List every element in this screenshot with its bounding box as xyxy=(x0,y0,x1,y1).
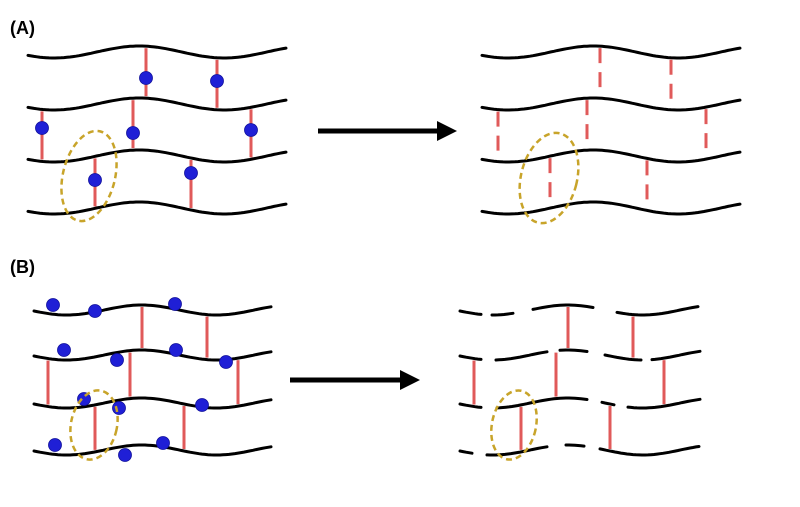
panel-a-label: (A) xyxy=(10,18,35,38)
panel-b-right-chain-1-segment-1 xyxy=(458,309,483,316)
panel-b-right-chain-3-segment-4 xyxy=(626,397,702,410)
panel-b-right-chain-2-segment-1 xyxy=(458,354,483,361)
panel-a-bead-4 xyxy=(126,126,140,140)
chains-layer xyxy=(26,44,742,457)
panel-b-bead-1 xyxy=(46,298,60,312)
panel-a-bead-5 xyxy=(244,123,258,137)
panel-b-right-chain-3-segment-1 xyxy=(458,402,483,409)
panel-a-left-chain-3 xyxy=(26,148,288,164)
panel-a-left-chain-2 xyxy=(26,96,288,112)
right-arrow-icon-a-head xyxy=(437,121,457,141)
panel-b-bead-7 xyxy=(219,355,233,369)
beads-layer xyxy=(35,71,258,462)
panel-a-left-chain-4 xyxy=(26,200,288,216)
panel-b-left-chain-4 xyxy=(32,443,273,457)
panel-b-right-chain-2-segment-5 xyxy=(650,349,702,362)
arrows-layer xyxy=(290,121,457,390)
highlights-layer xyxy=(60,129,580,461)
panel-b-label: (B) xyxy=(10,257,35,277)
panel-b-left-chain-3 xyxy=(32,396,273,410)
panel-b-bead-13 xyxy=(156,436,170,450)
panel-b-right-chain-1-segment-2 xyxy=(490,311,515,317)
panel-a-bead-6 xyxy=(88,173,102,187)
panel-a-right-highlight xyxy=(518,131,580,225)
panel-b-right-chain-4-segment-4 xyxy=(598,445,701,457)
panel-b-bead-10 xyxy=(195,398,209,412)
panel-a-right-chain-2 xyxy=(480,96,742,112)
panel-b-right-chain-3-segment-2 xyxy=(495,396,589,410)
panel-b-right-chain-2-segment-3 xyxy=(558,348,589,353)
panel-b-bead-9 xyxy=(112,401,126,415)
panel-b-right-chain-4-segment-3 xyxy=(564,443,586,448)
panel-a-right-chain-3 xyxy=(480,148,742,164)
panel-b-bead-2 xyxy=(88,304,102,318)
panel-b-right-chain-4-segment-1 xyxy=(458,449,474,455)
panel-b-bead-8 xyxy=(77,392,91,406)
right-arrow-icon-b-head xyxy=(400,370,420,390)
panel-b-right-highlight xyxy=(490,389,538,461)
panel-a-left-chain-1 xyxy=(26,44,288,60)
panel-b-left-highlight xyxy=(69,389,119,461)
panel-b-left-chain-1 xyxy=(32,303,273,317)
panel-a-bead-2 xyxy=(210,74,224,88)
panel-b-bead-4 xyxy=(57,343,71,357)
panel-b-right-chain-2-segment-4 xyxy=(603,353,643,362)
panel-b-right-chain-1-segment-3 xyxy=(531,303,595,311)
crosslinks-layer xyxy=(40,48,708,450)
panel-b-right-chain-3-segment-3 xyxy=(600,400,616,407)
panel-b-bead-5 xyxy=(110,353,124,367)
panel-a-bead-3 xyxy=(35,121,49,135)
panel-a-bead-7 xyxy=(184,166,198,180)
panel-b-right-chain-2-segment-2 xyxy=(494,350,549,362)
panel-b-bead-3 xyxy=(168,297,182,311)
panel-a-bead-1 xyxy=(139,71,153,85)
panel-a-right-chain-1 xyxy=(480,44,742,60)
panel-b-bead-6 xyxy=(169,343,183,357)
panel-b-bead-11 xyxy=(48,438,62,452)
panel-b-right-chain-4-segment-2 xyxy=(485,445,549,457)
panel-a-left-highlight xyxy=(60,129,118,223)
panel-b-bead-12 xyxy=(118,448,132,462)
panel-b-right-chain-1-segment-4 xyxy=(615,305,700,317)
